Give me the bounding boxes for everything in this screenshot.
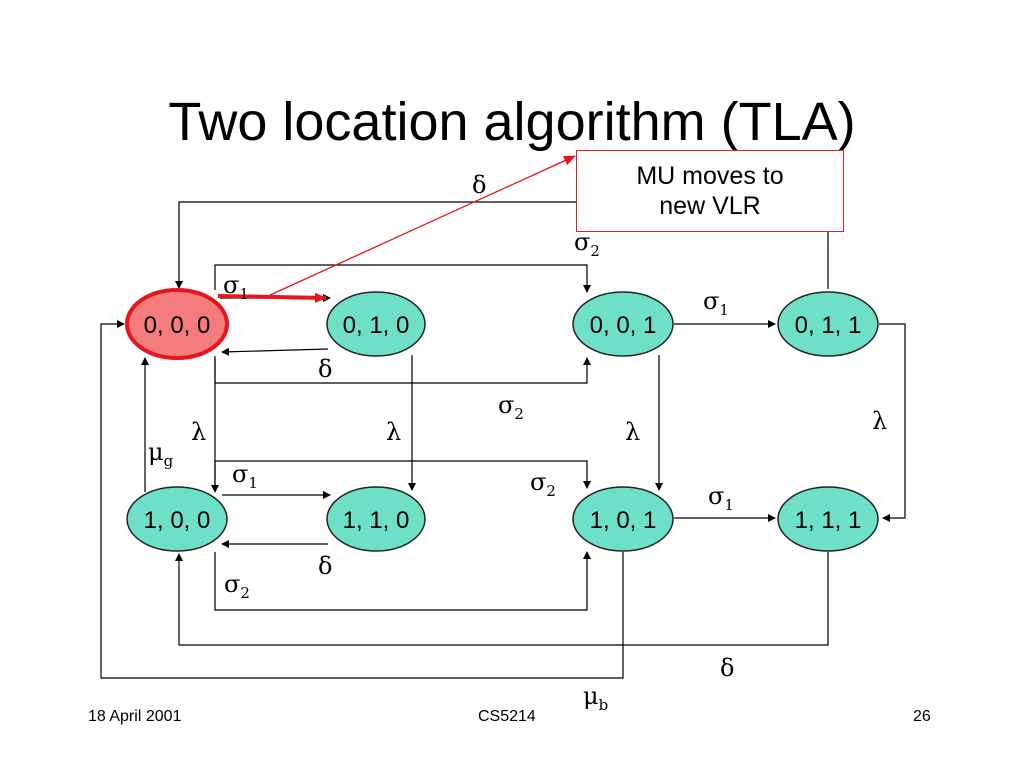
label-mu-b: μb [583, 682, 608, 714]
label-delta-110-100: δ [318, 552, 332, 580]
label-sigma2-top: σ2 [574, 228, 600, 260]
footer-date: 18 April 2001 [88, 708, 182, 725]
state-101: 1, 0, 1 [572, 486, 674, 552]
footer-page-number: 26 [913, 708, 931, 725]
state-000-label: 0, 0, 0 [144, 312, 211, 339]
edge-111-100 [175, 552, 829, 646]
label-delta-top: δ [472, 171, 486, 199]
state-010-label: 0, 1, 0 [343, 312, 410, 339]
state-101-label: 1, 0, 1 [590, 507, 657, 534]
edge-delta-top [175, 201, 829, 289]
edge-011-111 [879, 323, 906, 522]
state-111-label: 1, 1, 1 [795, 507, 862, 534]
edge-sigma2-top [214, 264, 591, 293]
label-lambda-001-101: λ [625, 418, 640, 446]
highlight-transition [217, 292, 327, 303]
label-sigma2-000-001: σ2 [498, 391, 524, 423]
label-sigma1-001-011: σ1 [703, 287, 729, 319]
edge-010-000 [221, 347, 329, 356]
label-mu-g: μg [148, 438, 174, 470]
label-delta-bottom: δ [720, 654, 734, 682]
edge-sigma2-mid [214, 460, 591, 489]
label-sigma1-100-110: σ1 [232, 460, 258, 492]
state-100: 1, 0, 0 [126, 486, 228, 552]
state-110: 1, 1, 0 [326, 486, 426, 552]
state-100-label: 1, 0, 0 [144, 507, 211, 534]
state-111: 1, 1, 1 [777, 486, 879, 552]
label-sigma2-100-101: σ2 [224, 570, 250, 602]
callout-box: MU moves to new VLR [576, 150, 844, 232]
callout-line-1: MU moves to [636, 162, 784, 190]
edge-000-001 [214, 356, 591, 384]
label-sigma1-101-111: σ1 [708, 482, 734, 514]
label-lambda-000-100: λ [191, 418, 206, 446]
state-010: 0, 1, 0 [326, 291, 426, 357]
state-001: 0, 0, 1 [572, 291, 674, 357]
state-001-label: 0, 0, 1 [590, 312, 657, 339]
callout-pointer [267, 155, 576, 297]
slide-title: Two location algorithm (TLA) [168, 92, 856, 152]
state-011-label: 0, 1, 1 [795, 312, 862, 339]
state-110-label: 1, 1, 0 [343, 507, 410, 534]
state-011: 0, 1, 1 [777, 291, 879, 357]
label-sigma2-mid: σ2 [530, 468, 556, 500]
label-lambda-010-110: λ [386, 418, 401, 446]
label-delta-010-000: δ [318, 355, 332, 383]
callout-line-2: new VLR [659, 192, 761, 220]
state-000: 0, 0, 0 [125, 288, 229, 360]
label-lambda-011-111: λ [872, 407, 887, 435]
edge-101-000 [100, 320, 624, 679]
footer-course: CS5214 [478, 708, 536, 725]
label-sigma1-000-010: σ1 [223, 271, 249, 303]
edge-100-101 [214, 551, 591, 611]
